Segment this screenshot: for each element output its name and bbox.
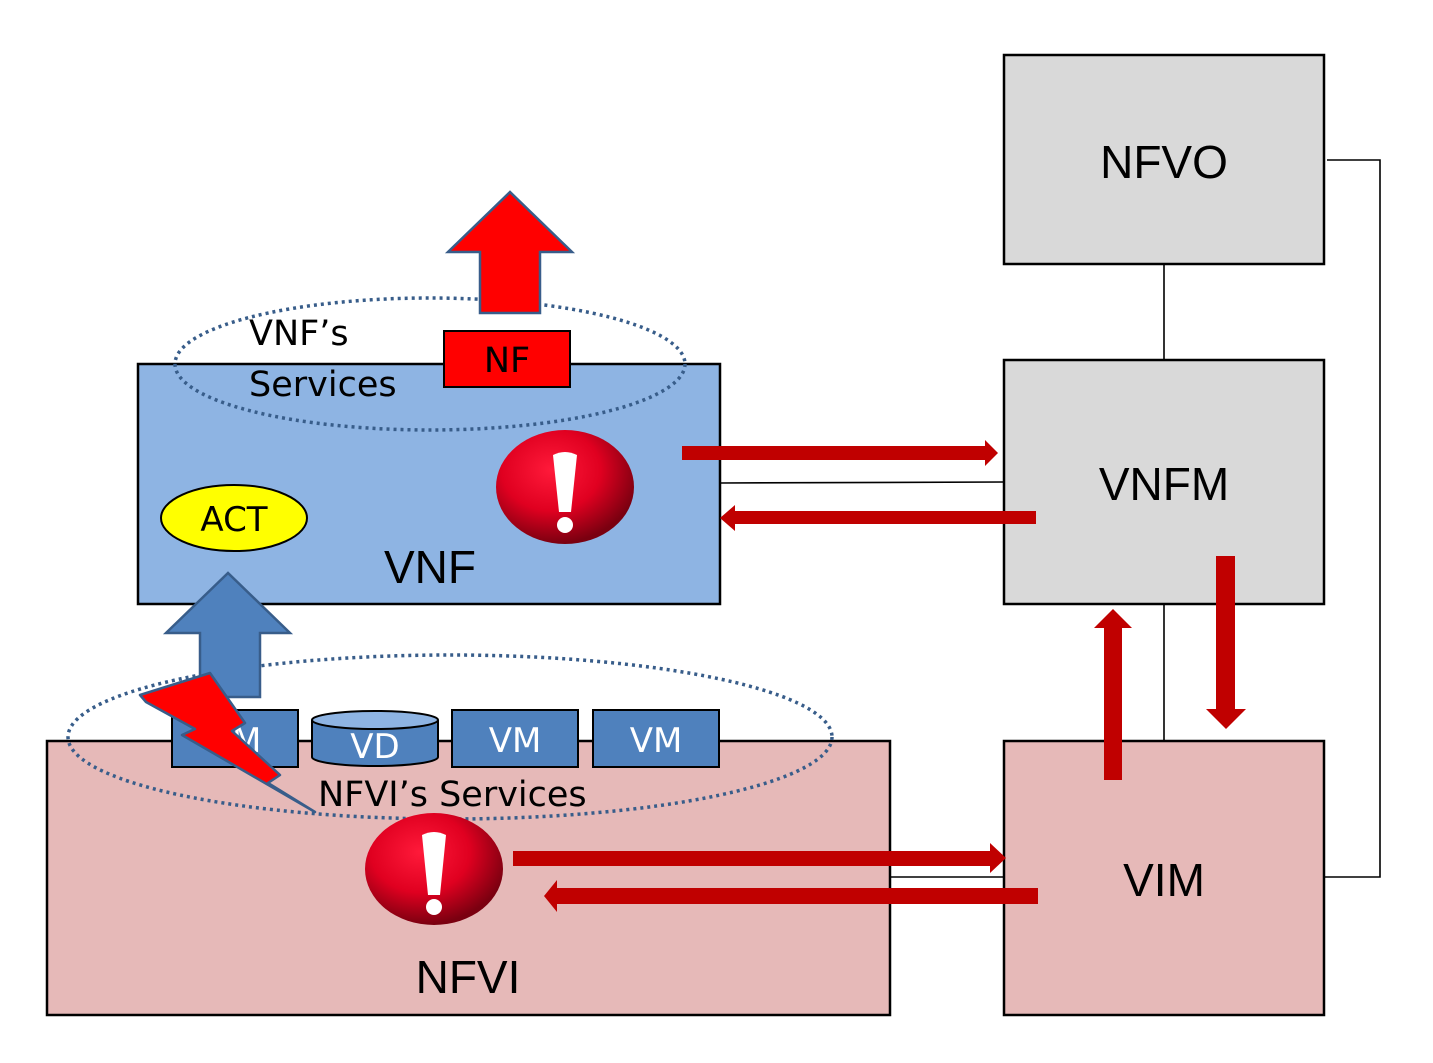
vnf-block[interactable]: VNF bbox=[136, 362, 722, 606]
connector-vnf-vnfm bbox=[719, 481, 1005, 484]
nfvi-services-outline bbox=[66, 653, 834, 821]
nfvo-label: NFVO bbox=[1100, 136, 1228, 188]
nfvi-alarm-icon bbox=[365, 813, 503, 925]
connectors bbox=[719, 159, 1381, 878]
vm-3-label: VM bbox=[630, 721, 683, 761]
arrow-vim-to-vnfm-icon bbox=[1094, 609, 1132, 780]
nfvo-block[interactable]: NFVO bbox=[1002, 53, 1326, 266]
lightning-fault-icon bbox=[138, 671, 317, 814]
vm-resource-3[interactable]: VM bbox=[592, 709, 720, 768]
act-label: ACT bbox=[200, 500, 267, 540]
nfvi-label: NFVI bbox=[416, 951, 521, 1003]
vd-label: VD bbox=[350, 727, 399, 767]
flow-arrows bbox=[513, 440, 1246, 912]
service-up-arrow-icon bbox=[162, 571, 294, 699]
nf-box[interactable]: NF bbox=[443, 330, 571, 388]
vm-resource-2[interactable]: VM bbox=[451, 709, 579, 768]
act-badge[interactable]: ACT bbox=[160, 484, 308, 552]
vim-label: VIM bbox=[1123, 854, 1205, 906]
arrow-vnf-to-vnfm-icon bbox=[682, 440, 998, 466]
vm-2-label: VM bbox=[489, 721, 542, 761]
vnfm-block[interactable]: VNFM bbox=[1002, 358, 1326, 606]
vnf-services-label-line1: VNF’s bbox=[249, 314, 349, 354]
vnf-label: VNF bbox=[384, 541, 476, 593]
arrow-vnfm-to-vim-icon bbox=[1206, 556, 1246, 729]
connector-nfvo-vim bbox=[1324, 159, 1381, 878]
vnf-services-label-line2: Services bbox=[249, 365, 397, 405]
nf-output-arrow-icon bbox=[444, 190, 576, 315]
vd-resource[interactable]: VD bbox=[311, 710, 439, 767]
arrow-vim-to-nfvi-icon bbox=[544, 880, 1038, 912]
vnfm-label: VNFM bbox=[1099, 458, 1229, 510]
arrow-vnfm-to-vnf-icon bbox=[720, 505, 1036, 531]
nfvi-services-label: NFVI’s Services bbox=[318, 775, 587, 815]
vim-block[interactable]: VIM bbox=[1002, 739, 1326, 1017]
vnf-alarm-icon bbox=[496, 430, 634, 544]
vnf-services-outline bbox=[173, 296, 687, 432]
nf-label: NF bbox=[484, 341, 530, 381]
arrow-nfvi-to-vim-icon bbox=[513, 843, 1006, 873]
